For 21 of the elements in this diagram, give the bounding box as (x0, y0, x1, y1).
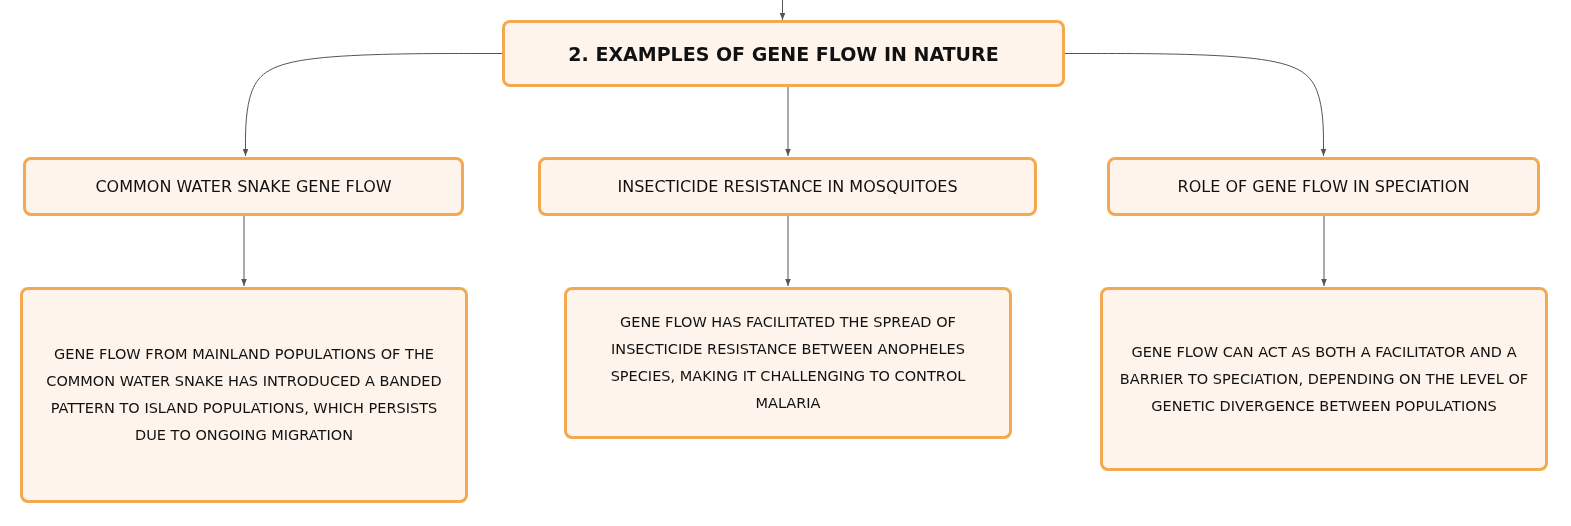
node-text: ROLE OF GENE FLOW IN SPECIATION (1176, 177, 1471, 196)
arrow (241, 215, 247, 287)
topic-box (1107, 157, 1540, 216)
arrow (242, 53, 503, 157)
node-text: GENE FLOW HAS FACILITATED THE SPREAD OF INSECTICIDE RESISTANCE BETWEEN ANOPHELES SPECIES, MAKING IT CHALLENGING TO CONTROL MALARIA (609, 313, 967, 413)
arrow (785, 86, 791, 157)
node-text: GENE FLOW CAN ACT AS BOTH A FACILITATOR AND A BARRIER TO SPECIATION, DEPENDING ON THE LEVEL OF GENETIC DIVERGENCE BETWEEN POPULATIONS (1118, 342, 1530, 416)
arrow (779, 0, 786, 21)
topic-box (538, 157, 1037, 216)
node-text: INSECTICIDE RESISTANCE IN MOSQUITOES (616, 177, 959, 196)
title-box (502, 20, 1065, 87)
description-box (20, 287, 468, 503)
node-text: COMMON WATER SNAKE GENE FLOW (94, 177, 393, 196)
arrow (785, 215, 791, 287)
arrow (1321, 215, 1327, 287)
description-box (1100, 287, 1548, 471)
description-box (564, 287, 1012, 439)
node-text: 2. EXAMPLES OF GENE FLOW IN NATURE (567, 42, 1000, 65)
topic-box (23, 157, 464, 216)
arrow (1064, 53, 1327, 157)
node-text: GENE FLOW FROM MAINLAND POPULATIONS OF THE COMMON WATER SNAKE HAS INTRODUCED A BANDED PATTERN TO ISLAND POPULATIONS, WHICH PERSISTS DUE TO ONGOING MIGRATION (45, 345, 443, 445)
